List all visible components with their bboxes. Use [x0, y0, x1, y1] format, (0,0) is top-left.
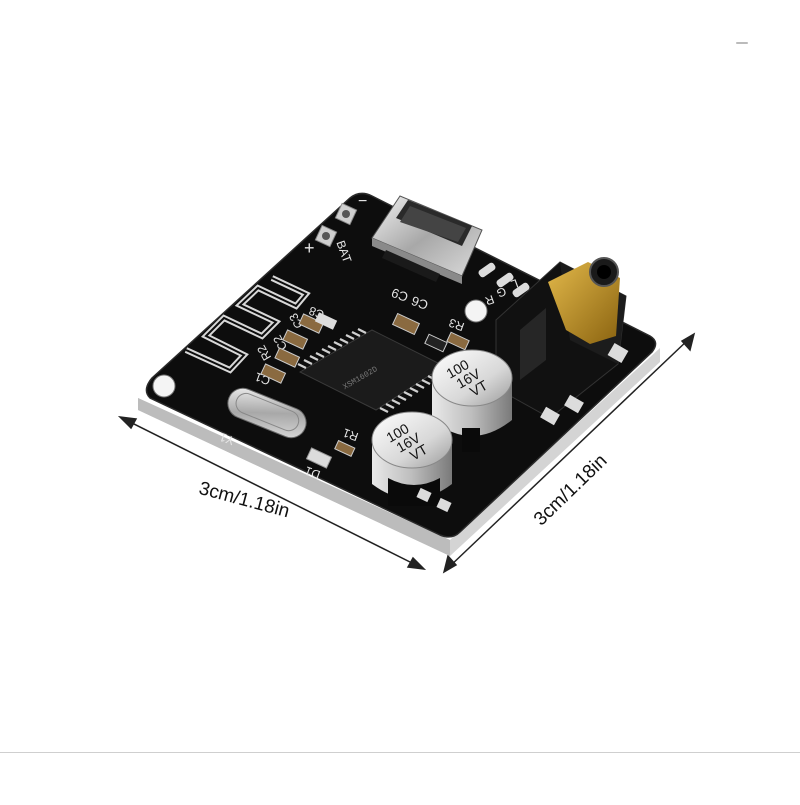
electrolytic-capacitor: 100 16V VT — [431, 349, 513, 452]
main-ic-chip: XSM1602D — [297, 328, 446, 413]
decorative-mark — [736, 42, 748, 44]
jack-pin-l: L — [509, 276, 520, 292]
label-r2: R2 — [254, 342, 274, 363]
minus-label: − — [358, 193, 367, 210]
smd-pad — [478, 262, 496, 278]
label-c9: C9 — [389, 285, 410, 305]
mounting-hole — [152, 374, 176, 398]
divider — [0, 752, 800, 753]
plus-label: + — [304, 238, 315, 258]
led-d1 — [305, 447, 333, 469]
label-d1: D1 — [303, 463, 323, 482]
dimension-arrow-front — [117, 415, 427, 571]
jack-pin-g: G — [495, 284, 509, 300]
micro-usb-port — [371, 195, 483, 284]
smd-components — [260, 312, 470, 384]
mounting-hole — [464, 299, 488, 323]
smd-pad — [334, 439, 356, 457]
solder-pad — [416, 487, 432, 503]
label-r3: R3 — [447, 315, 467, 334]
smd-pad — [512, 282, 530, 298]
label-y1: Y1 — [217, 430, 236, 448]
crystal-oscillator — [227, 387, 307, 439]
label-r1: R1 — [341, 425, 361, 444]
smd-pad — [496, 272, 514, 288]
label-c3: C3 — [286, 310, 306, 331]
cap1-series: VT — [467, 377, 491, 400]
label-c6: C6 — [409, 293, 430, 313]
cap2-series: VT — [407, 441, 431, 464]
solder-pad — [436, 497, 452, 513]
dimension-arrow-side — [442, 332, 696, 574]
